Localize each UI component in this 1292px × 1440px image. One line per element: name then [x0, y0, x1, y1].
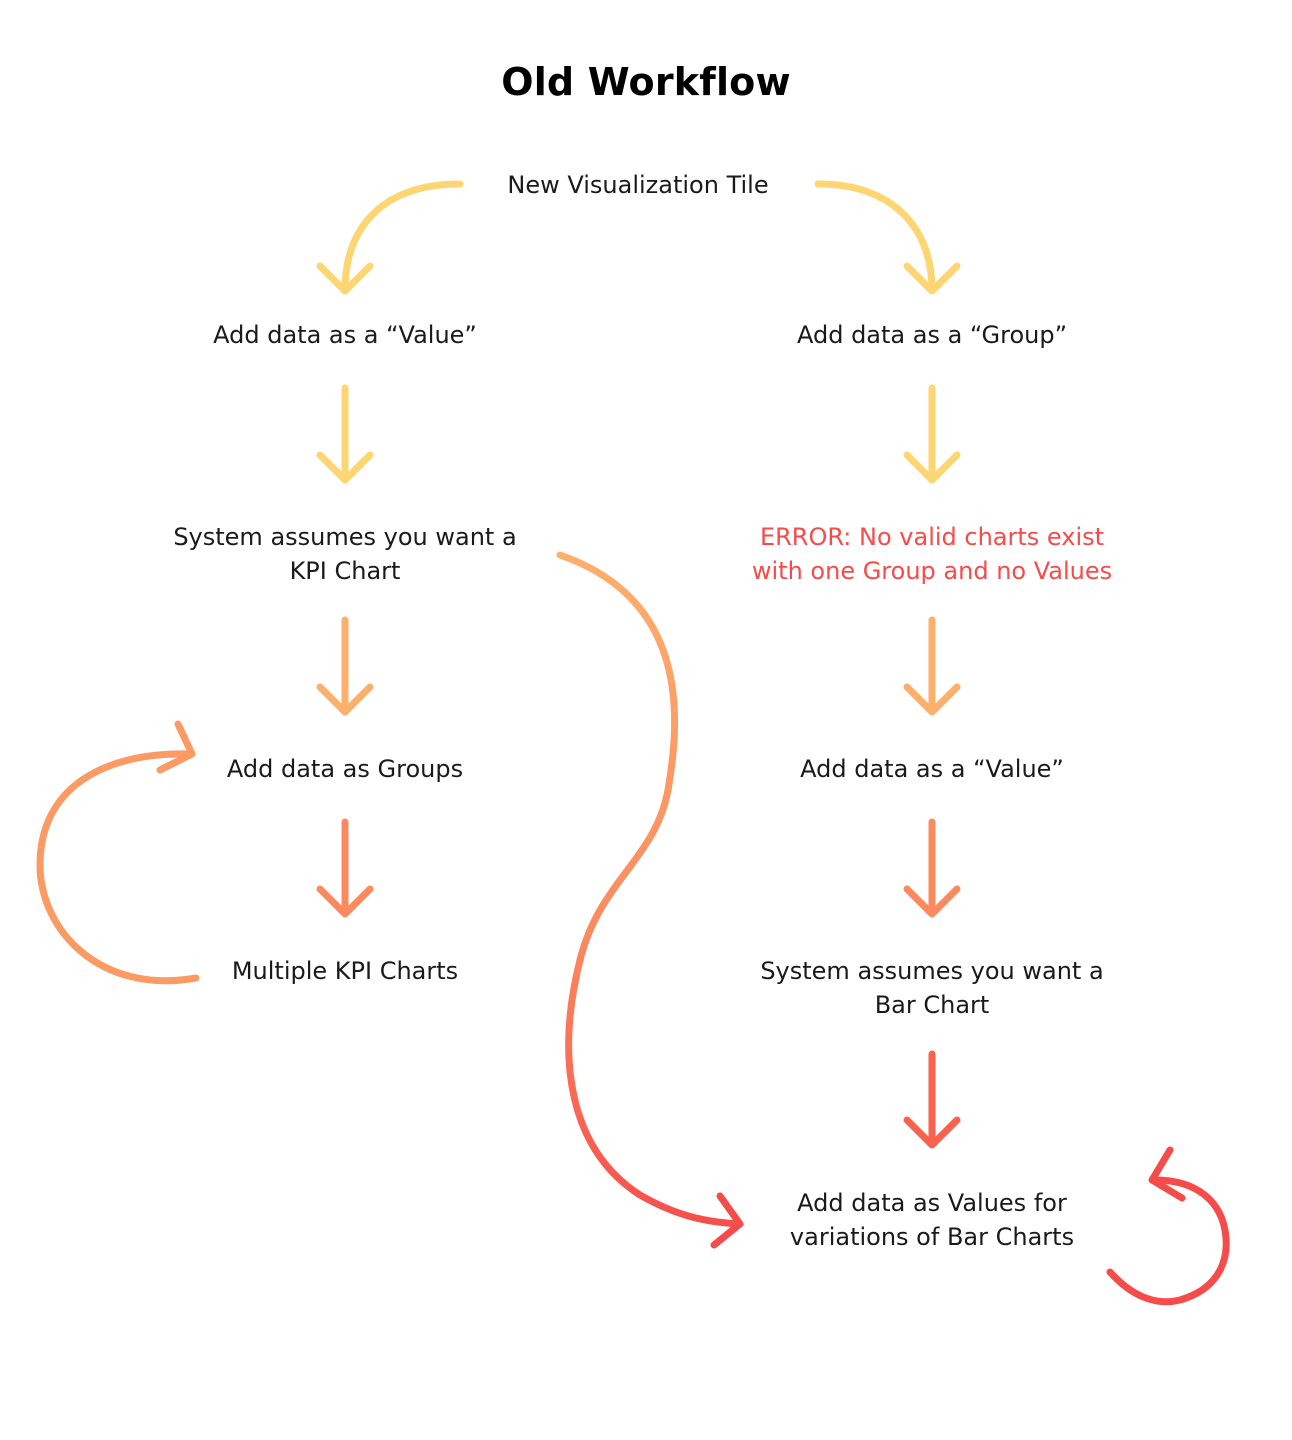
node-error-line2: with one Group and no Values — [751, 557, 1113, 585]
node-final-line1: Add data as Values for — [797, 1189, 1067, 1217]
curved-arrow-start-to-value — [316, 180, 464, 295]
node-multiple-kpi-charts: Multiple KPI Charts — [231, 957, 459, 985]
curved-arrow-start-to-group — [814, 180, 961, 295]
node-add-value-right: Add data as a “Value” — [800, 755, 1064, 783]
node-error-message: ERROR: No valid charts exist with one Gr… — [682, 520, 1182, 588]
node-add-value-left: Add data as a “Value” — [213, 321, 477, 349]
node-system-assumes-kpi: System assumes you want a KPI Chart — [95, 520, 595, 588]
node-system-assumes-bar-line2: Bar Chart — [874, 991, 990, 1019]
arrow-bar-to-final — [903, 1050, 961, 1149]
arrow-value-to-kpi — [316, 384, 374, 484]
node-error-line1: ERROR: No valid charts exist — [759, 523, 1105, 551]
s-curve-arrow-kpi-to-final — [556, 551, 744, 1249]
node-add-group-right: Add data as a “Group” — [796, 321, 1068, 349]
arrow-value-to-bar — [903, 818, 961, 918]
arrow-error-to-value — [903, 616, 961, 716]
node-new-visualization-tile: New Visualization Tile — [507, 171, 769, 199]
arrow-kpi-to-groups — [316, 616, 374, 716]
node-system-assumes-kpi-line2: KPI Chart — [289, 557, 401, 585]
node-final-line2: variations of Bar Charts — [789, 1223, 1075, 1251]
node-system-assumes-kpi-line1: System assumes you want a — [173, 523, 517, 551]
node-system-assumes-bar-line1: System assumes you want a — [760, 957, 1104, 985]
node-add-groups: Add data as Groups — [226, 755, 464, 783]
node-add-values-bar-variations: Add data as Values for variations of Bar… — [682, 1186, 1182, 1254]
arrow-groups-to-multiple-kpi — [316, 818, 374, 918]
loop-arrow-final — [1106, 1146, 1230, 1306]
node-system-assumes-bar: System assumes you want a Bar Chart — [682, 954, 1182, 1022]
loop-arrow-kpi-to-groups — [36, 720, 200, 985]
diagram-title: Old Workflow — [501, 60, 791, 104]
arrow-group-to-error — [903, 384, 961, 484]
